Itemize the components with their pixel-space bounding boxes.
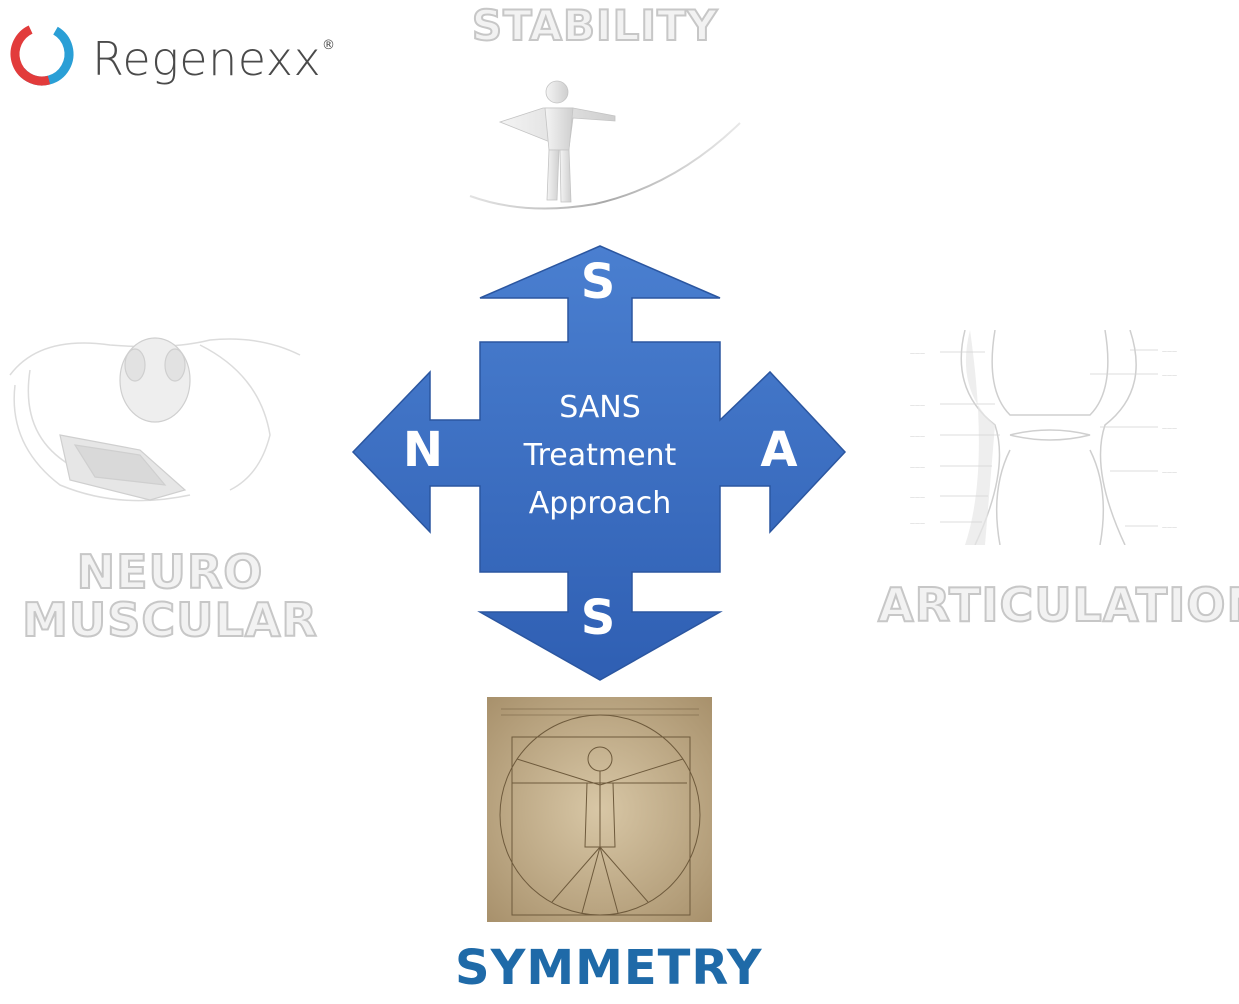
vitruvian-man-illustration bbox=[487, 697, 712, 922]
center-text-line: Treatment bbox=[523, 438, 677, 473]
arrow-letter-articulation: A bbox=[760, 422, 798, 478]
svg-text:———: ——— bbox=[910, 521, 925, 527]
arrow-letter-neuromuscular: N bbox=[402, 422, 444, 478]
svg-text:———: ——— bbox=[910, 495, 925, 501]
arrow-letter-symmetry: S bbox=[580, 590, 616, 646]
svg-text:———: ——— bbox=[1162, 525, 1177, 531]
svg-text:———: ——— bbox=[1162, 349, 1177, 355]
neuromuscular-heading-line: NEURO bbox=[76, 545, 264, 599]
joint-anatomy-illustration: ——— ——— ——— ——— ——— ——— ——— ——— ——— ——— … bbox=[910, 330, 1177, 545]
svg-text:———: ——— bbox=[910, 403, 925, 409]
logo-ring-icon bbox=[10, 22, 74, 86]
center-text-line: SANS bbox=[559, 390, 641, 425]
spinal-cord-illustration bbox=[9, 337, 301, 502]
svg-text:———: ——— bbox=[1162, 373, 1177, 379]
tightrope-walker-illustration bbox=[469, 80, 741, 210]
walker-figure bbox=[498, 80, 616, 203]
arrow-center-text: SANS Treatment Approach bbox=[480, 384, 720, 528]
regenexx-logo: Regenexx ® bbox=[4, 18, 344, 90]
sans-cross-arrow bbox=[351, 245, 847, 681]
svg-text:———: ——— bbox=[1162, 470, 1177, 476]
logo-brand-name: Regenexx bbox=[92, 32, 322, 86]
stability-heading: STABILITY bbox=[471, 1, 719, 50]
arrow-letter-stability: S bbox=[580, 254, 616, 310]
svg-text:———: ——— bbox=[910, 465, 925, 471]
symmetry-heading: SYMMETRY bbox=[455, 940, 763, 996]
svg-text:———: ——— bbox=[910, 351, 925, 357]
svg-text:———: ——— bbox=[1162, 426, 1177, 432]
neuromuscular-heading: NEURO MUSCULAR bbox=[20, 545, 320, 648]
svg-text:———: ——— bbox=[910, 434, 925, 440]
center-text-line: Approach bbox=[528, 486, 672, 521]
neuromuscular-heading-line: MUSCULAR bbox=[21, 593, 318, 648]
logo-registered-mark: ® bbox=[322, 38, 335, 53]
articulation-heading: ARTICULATION bbox=[877, 578, 1239, 632]
